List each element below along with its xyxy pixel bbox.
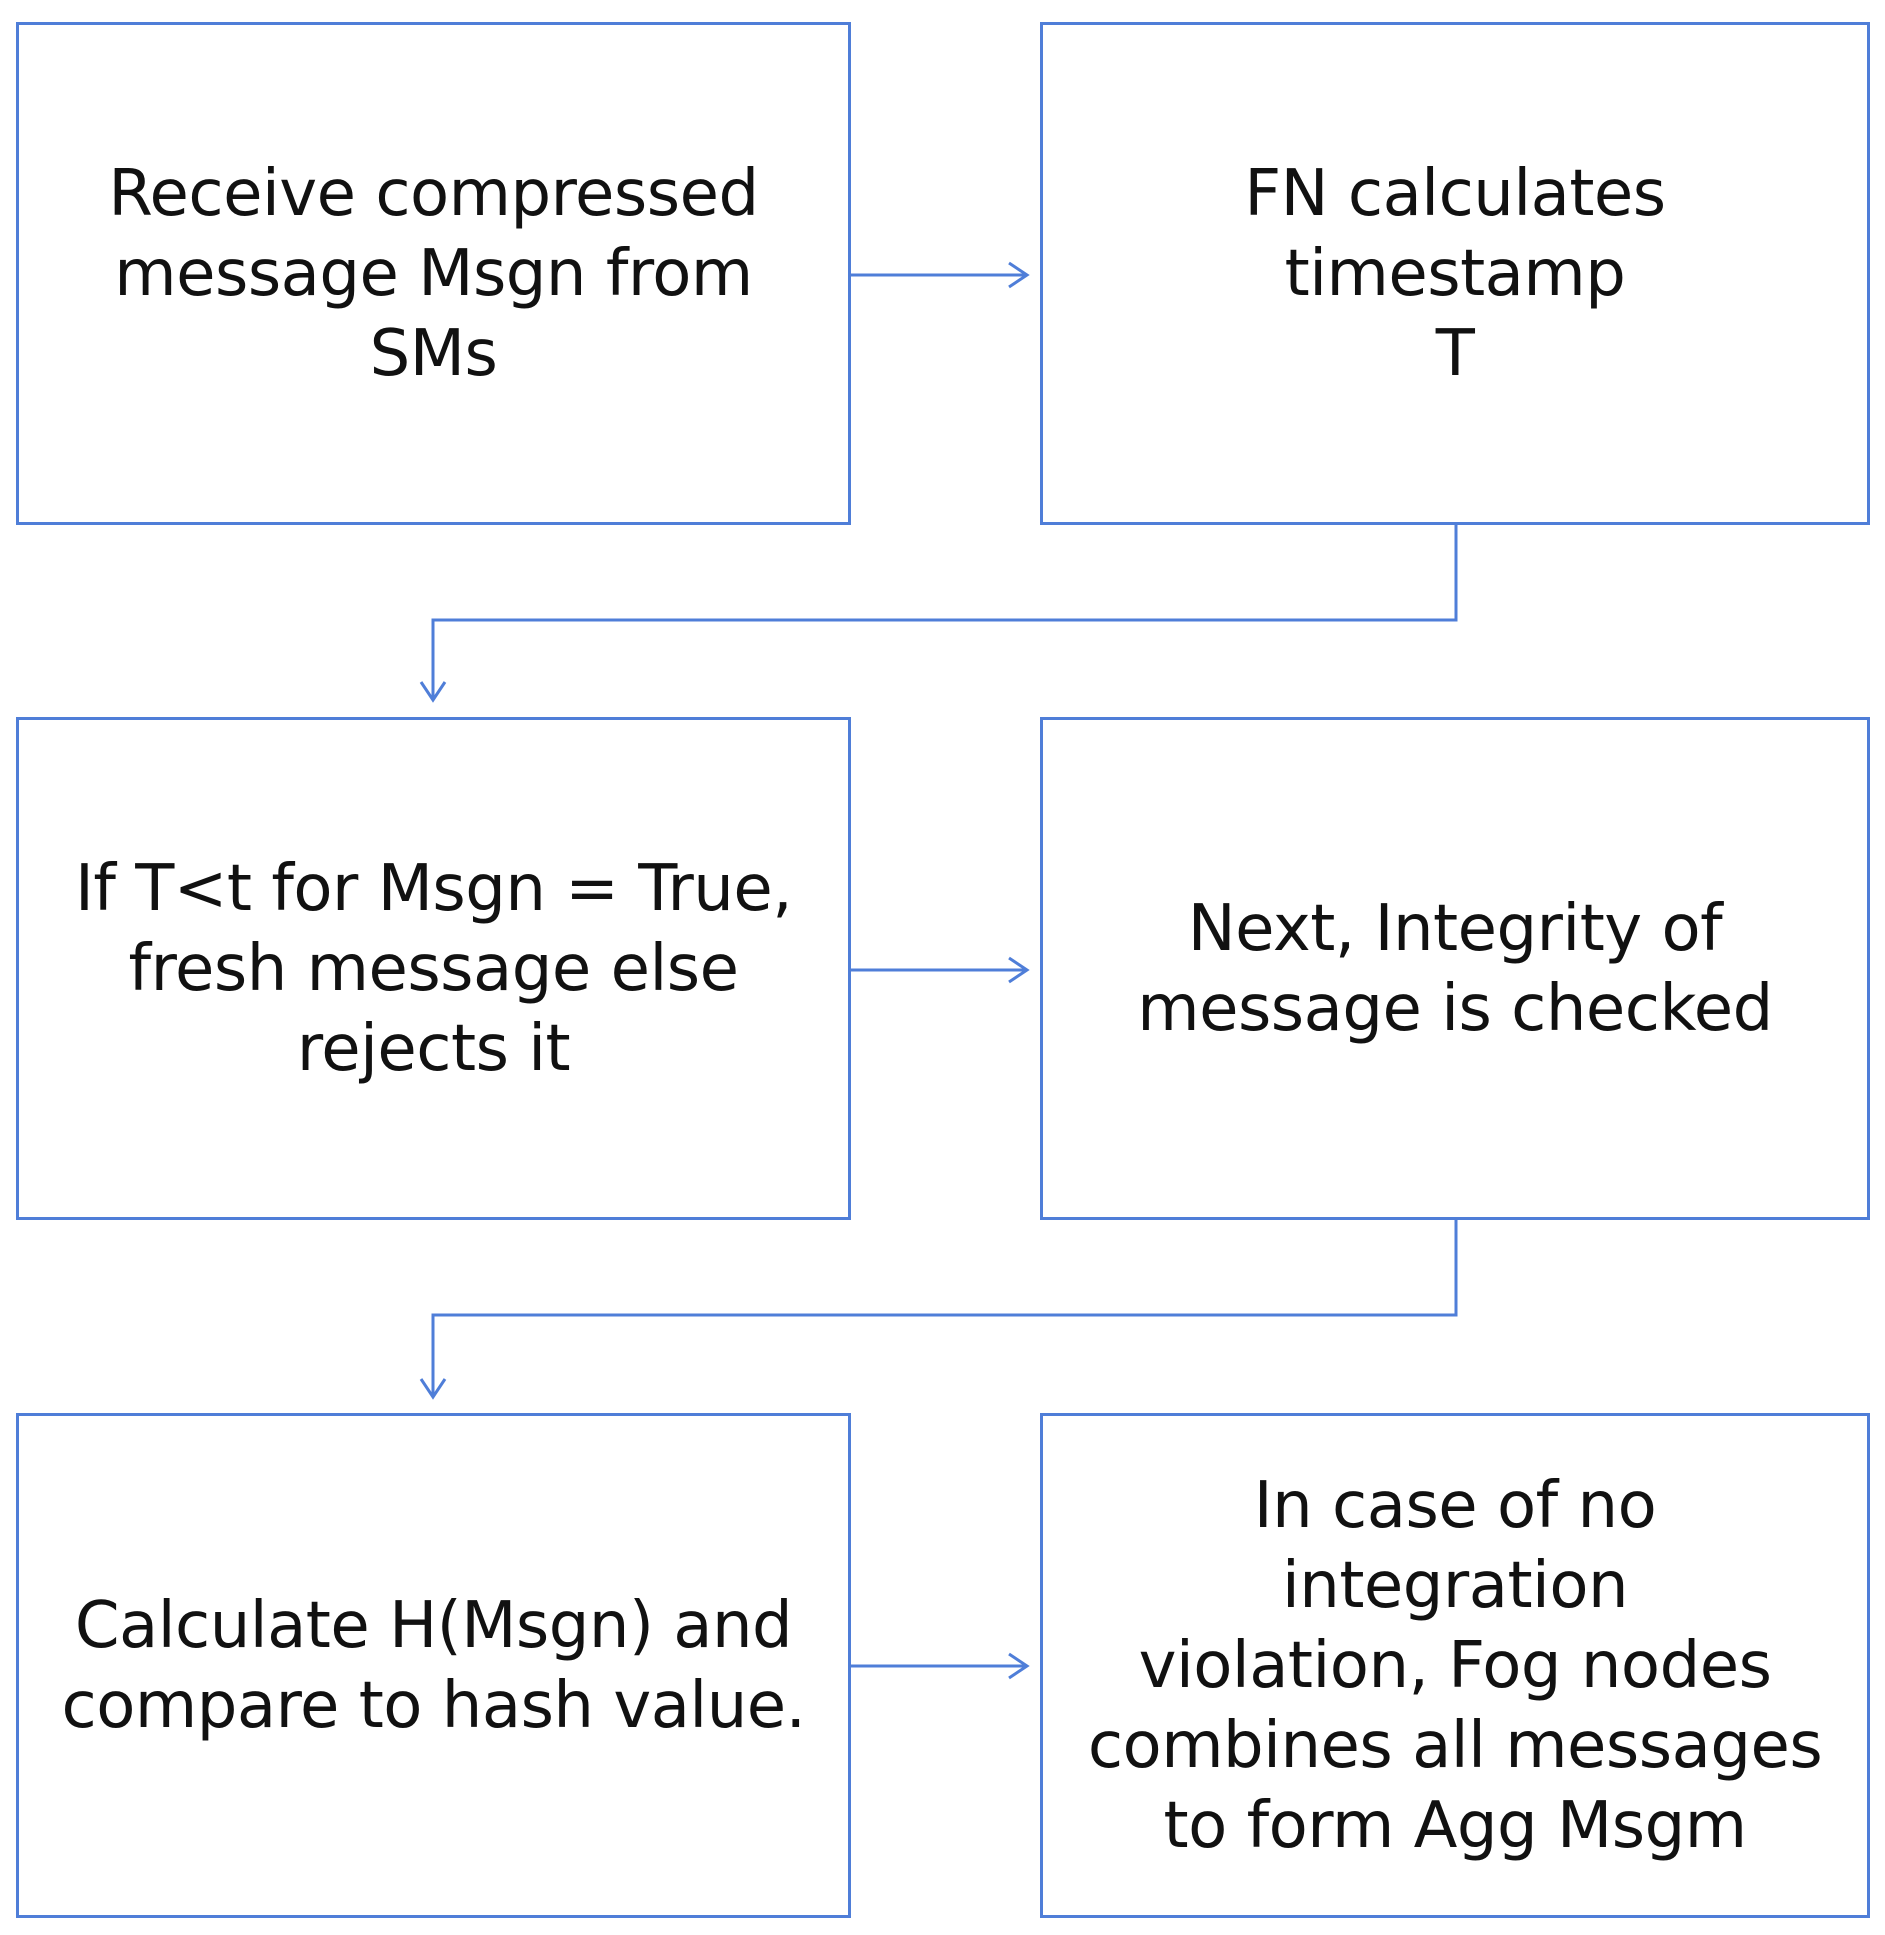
step-receive-text: Receive compressed message Msgn from SMs [108, 156, 759, 391]
step-aggregate-text: In case of no integration violation, Fog… [1087, 1468, 1823, 1863]
arrowhead-freshness-to-integrity [1008, 956, 1030, 984]
step-receive-box: Receive compressed message Msgn from SMs [16, 22, 851, 525]
step-timestamp-text: FN calculates timestamp T [1244, 156, 1666, 391]
arrow-integrity-to-hash [431, 1220, 1458, 1397]
step-aggregate-box: In case of no integration violation, Fog… [1040, 1413, 1870, 1918]
arrowhead-hash-to-aggregate [1008, 1652, 1030, 1680]
step-integrity-text: Next, Integrity of message is checked [1137, 891, 1773, 1046]
arrowhead-integrity-to-hash [419, 1378, 447, 1400]
step-hash-text: Calculate H(Msgn) and compare to hash va… [61, 1588, 806, 1743]
arrow-timestamp-to-freshness [431, 525, 1458, 700]
arrowhead-timestamp-to-freshness [419, 681, 447, 703]
step-integrity-box: Next, Integrity of message is checked [1040, 717, 1870, 1220]
step-freshness-box: If T<t for Msgn = True, fresh message el… [16, 717, 851, 1220]
step-freshness-text: If T<t for Msgn = True, fresh message el… [74, 851, 793, 1086]
step-timestamp-box: FN calculates timestamp T [1040, 22, 1870, 525]
step-hash-box: Calculate H(Msgn) and compare to hash va… [16, 1413, 851, 1918]
arrowhead-receive-to-timestamp [1008, 261, 1030, 289]
